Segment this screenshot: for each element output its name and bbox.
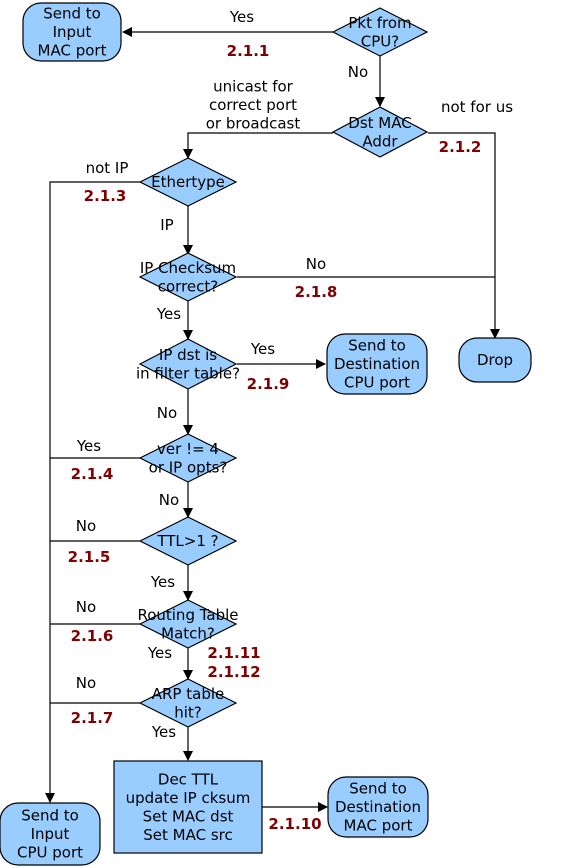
edge-label-eth-ip: IP [160,216,173,234]
node-send-dest-mac-shape [327,776,429,838]
edge-mac-unicast-to-ethertype [183,132,333,159]
node-ip-dst-filter-shape [138,338,238,390]
node-ttl-check: TTL>1 ? [138,516,238,566]
ref-2-1-2: 2.1.2 [439,138,482,156]
edge-label-filter-no: No [157,404,177,422]
edge-ethertype-not-ip-to-cpu [45,181,140,803]
node-process-shape [113,760,263,854]
edge-label-pkt-yes: Yes [229,8,254,26]
edge-label-ver-no: No [159,491,179,509]
ref-2-1-8: 2.1.8 [295,283,338,301]
edges [45,27,500,812]
ref-2-1-4: 2.1.4 [71,465,114,483]
edge-label-ver-yes: Yes [76,437,101,455]
node-drop-label: Drop [477,351,513,369]
edge-label-filter-yes: Yes [250,340,275,358]
edge-label-arp-no: No [76,674,96,692]
node-send-dest-cpu-shape [326,333,428,395]
ref-2-1-1: 2.1.1 [227,42,270,60]
node-dst-mac-shape [331,106,429,158]
ref-2-1-6: 2.1.6 [71,627,114,645]
node-ver-check-shape [138,433,238,483]
edge-label-arp-yes: Yes [151,723,176,741]
node-arp-hit-shape [138,678,238,728]
node-ethertype-label: Ethertype [151,173,225,191]
node-routing-match-shape [138,599,238,649]
node-ip-checksum-shape [138,252,238,302]
ref-2-1-12: 2.1.12 [207,663,260,681]
node-ethertype: Ethertype [138,157,238,207]
ref-2-1-5: 2.1.5 [68,548,111,566]
edge-label-ttl-yes: Yes [150,573,175,591]
edge-label-cksum-no: No [306,255,326,273]
edge-label-mac-not-for-us: not for us [441,98,513,116]
node-send-input-cpu-shape [0,802,101,866]
node-pkt-from-cpu-shape [331,7,429,57]
ref-2-1-3: 2.1.3 [84,187,127,205]
node-ttl-check-label: TTL>1 ? [156,532,218,550]
node-drop-shape [458,337,532,383]
ref-2-1-7: 2.1.7 [71,709,114,727]
node-drop: Drop [458,337,532,383]
node-ethertype-shape [138,157,238,207]
ref-2-1-9: 2.1.9 [247,375,290,393]
edge-mac-not-for-us-to-drop [428,132,500,339]
edge-label-cksum-yes: Yes [156,305,181,323]
edge-label-pkt-no: No [348,63,368,81]
edge-label-route-yes: Yes [147,644,172,662]
ref-2-1-10: 2.1.10 [268,815,321,833]
edge-label-ttl-no: No [76,517,96,535]
node-send-input-mac-shape [22,2,122,62]
edge-label-eth-not-ip: not IP [86,159,129,177]
edge-label-route-no: No [76,598,96,616]
node-ttl-check-shape [138,516,238,566]
ref-2-1-11: 2.1.11 [207,644,260,662]
